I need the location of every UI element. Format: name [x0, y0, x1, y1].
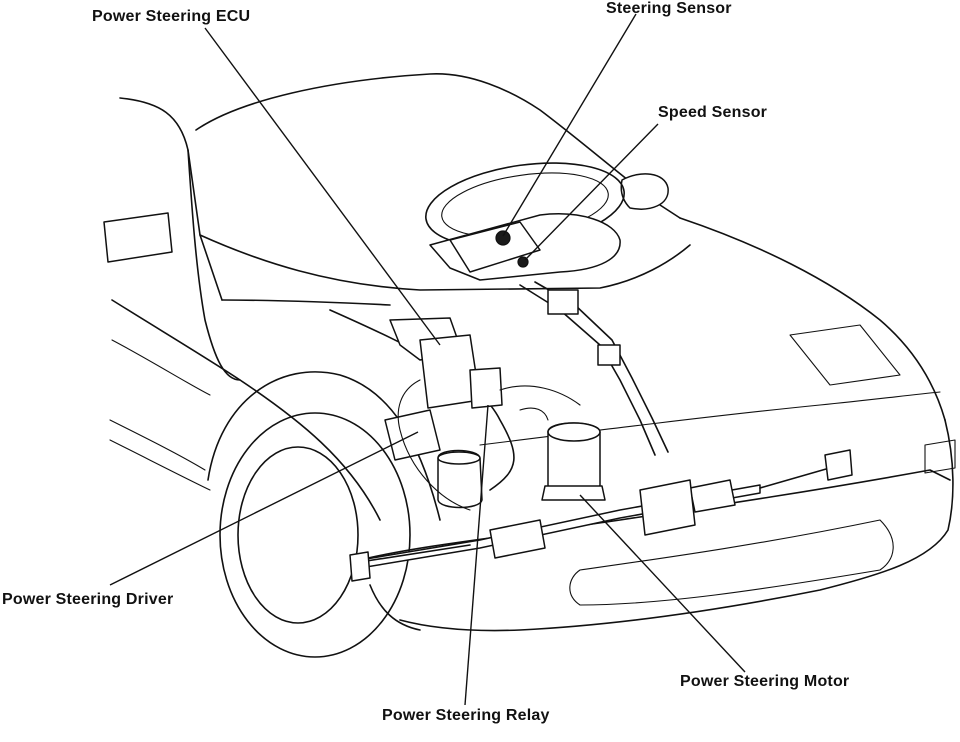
- steering-rack: [349, 449, 853, 582]
- u-joint-lower: [597, 344, 621, 366]
- wiring-harness-2: [499, 385, 581, 406]
- label-power-steering-driver: Power Steering Driver: [2, 591, 174, 608]
- leader-steering-sensor: [502, 13, 637, 237]
- leader-driver: [109, 431, 419, 586]
- windshield-base: [199, 234, 691, 291]
- rocker-line: [109, 439, 211, 491]
- label-steering-sensor: Steering Sensor: [606, 0, 732, 17]
- front-wheel-inner: [237, 446, 359, 624]
- steering-assembly: [425, 162, 669, 456]
- left-mirror: [103, 212, 173, 263]
- label-speed-sensor: Speed Sensor: [658, 104, 768, 121]
- hood-panel: [789, 324, 901, 386]
- steering-column-housing: [449, 221, 541, 273]
- label-power-steering-motor: Power Steering Motor: [680, 673, 850, 690]
- leader-speed-sensor: [524, 123, 659, 261]
- tie-rod-left: [359, 544, 471, 563]
- bumper-intake: [569, 519, 894, 606]
- u-joint-upper: [547, 289, 579, 315]
- door-line-lower: [109, 419, 206, 471]
- front-bumper-face: [399, 419, 954, 632]
- label-power-steering-ecu: Power Steering ECU: [92, 8, 251, 25]
- hood-right-edge: [679, 217, 946, 421]
- front-wheel-outer: [219, 412, 411, 658]
- tie-rod-end-right: [824, 449, 853, 481]
- label-power-steering-relay: Power Steering Relay: [382, 707, 550, 724]
- roof-line: [119, 97, 223, 301]
- left-fender: [111, 299, 381, 521]
- rack-boot-left: [489, 519, 546, 559]
- bumper-lower: [369, 584, 421, 631]
- relay-box: [469, 367, 503, 409]
- driver-canister-top: [437, 451, 481, 465]
- windshield-top: [195, 73, 681, 219]
- motor-base: [541, 485, 606, 501]
- wiring-harness-3: [519, 407, 549, 421]
- a-pillar: [187, 149, 241, 381]
- rack-boot-right: [689, 479, 736, 513]
- tie-rod-end-left: [349, 551, 371, 582]
- right-mirror: [620, 173, 669, 210]
- leader-motor: [579, 494, 746, 673]
- driver-canister: [437, 449, 483, 509]
- wiring-harness-1: [397, 379, 471, 511]
- car-body: [103, 73, 956, 658]
- front-bumper-top: [359, 469, 951, 561]
- door-line: [111, 339, 211, 396]
- leader-lines: [109, 13, 746, 706]
- leader-relay: [464, 404, 489, 706]
- hood-line: [221, 299, 391, 306]
- steering-sensor-part: [495, 230, 511, 246]
- headlight: [924, 439, 956, 474]
- leader-ecu: [204, 27, 441, 346]
- hood-front: [329, 309, 515, 491]
- pinion-housing: [639, 479, 696, 536]
- motor: [541, 422, 606, 501]
- motor-top: [547, 422, 601, 442]
